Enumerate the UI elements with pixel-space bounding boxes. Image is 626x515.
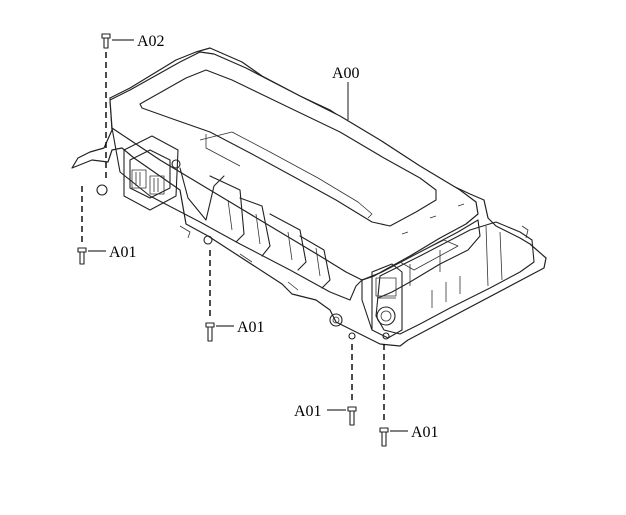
bolt-a01-front-1 <box>347 406 357 426</box>
bolt-a01-middle <box>205 322 215 342</box>
callout-a01-front-2: A01 <box>411 424 439 441</box>
callout-a00: A00 <box>332 65 360 82</box>
bolt-a01-left <box>77 247 87 265</box>
bolt-a02 <box>101 33 111 49</box>
battery-pack-housing <box>71 47 547 347</box>
callout-a01-left: A01 <box>109 244 137 261</box>
callout-a02: A02 <box>137 33 165 50</box>
callout-a01-front-1: A01 <box>294 403 322 420</box>
bolt-a01-front-2 <box>379 427 389 447</box>
callout-a01-middle: A01 <box>237 319 265 336</box>
